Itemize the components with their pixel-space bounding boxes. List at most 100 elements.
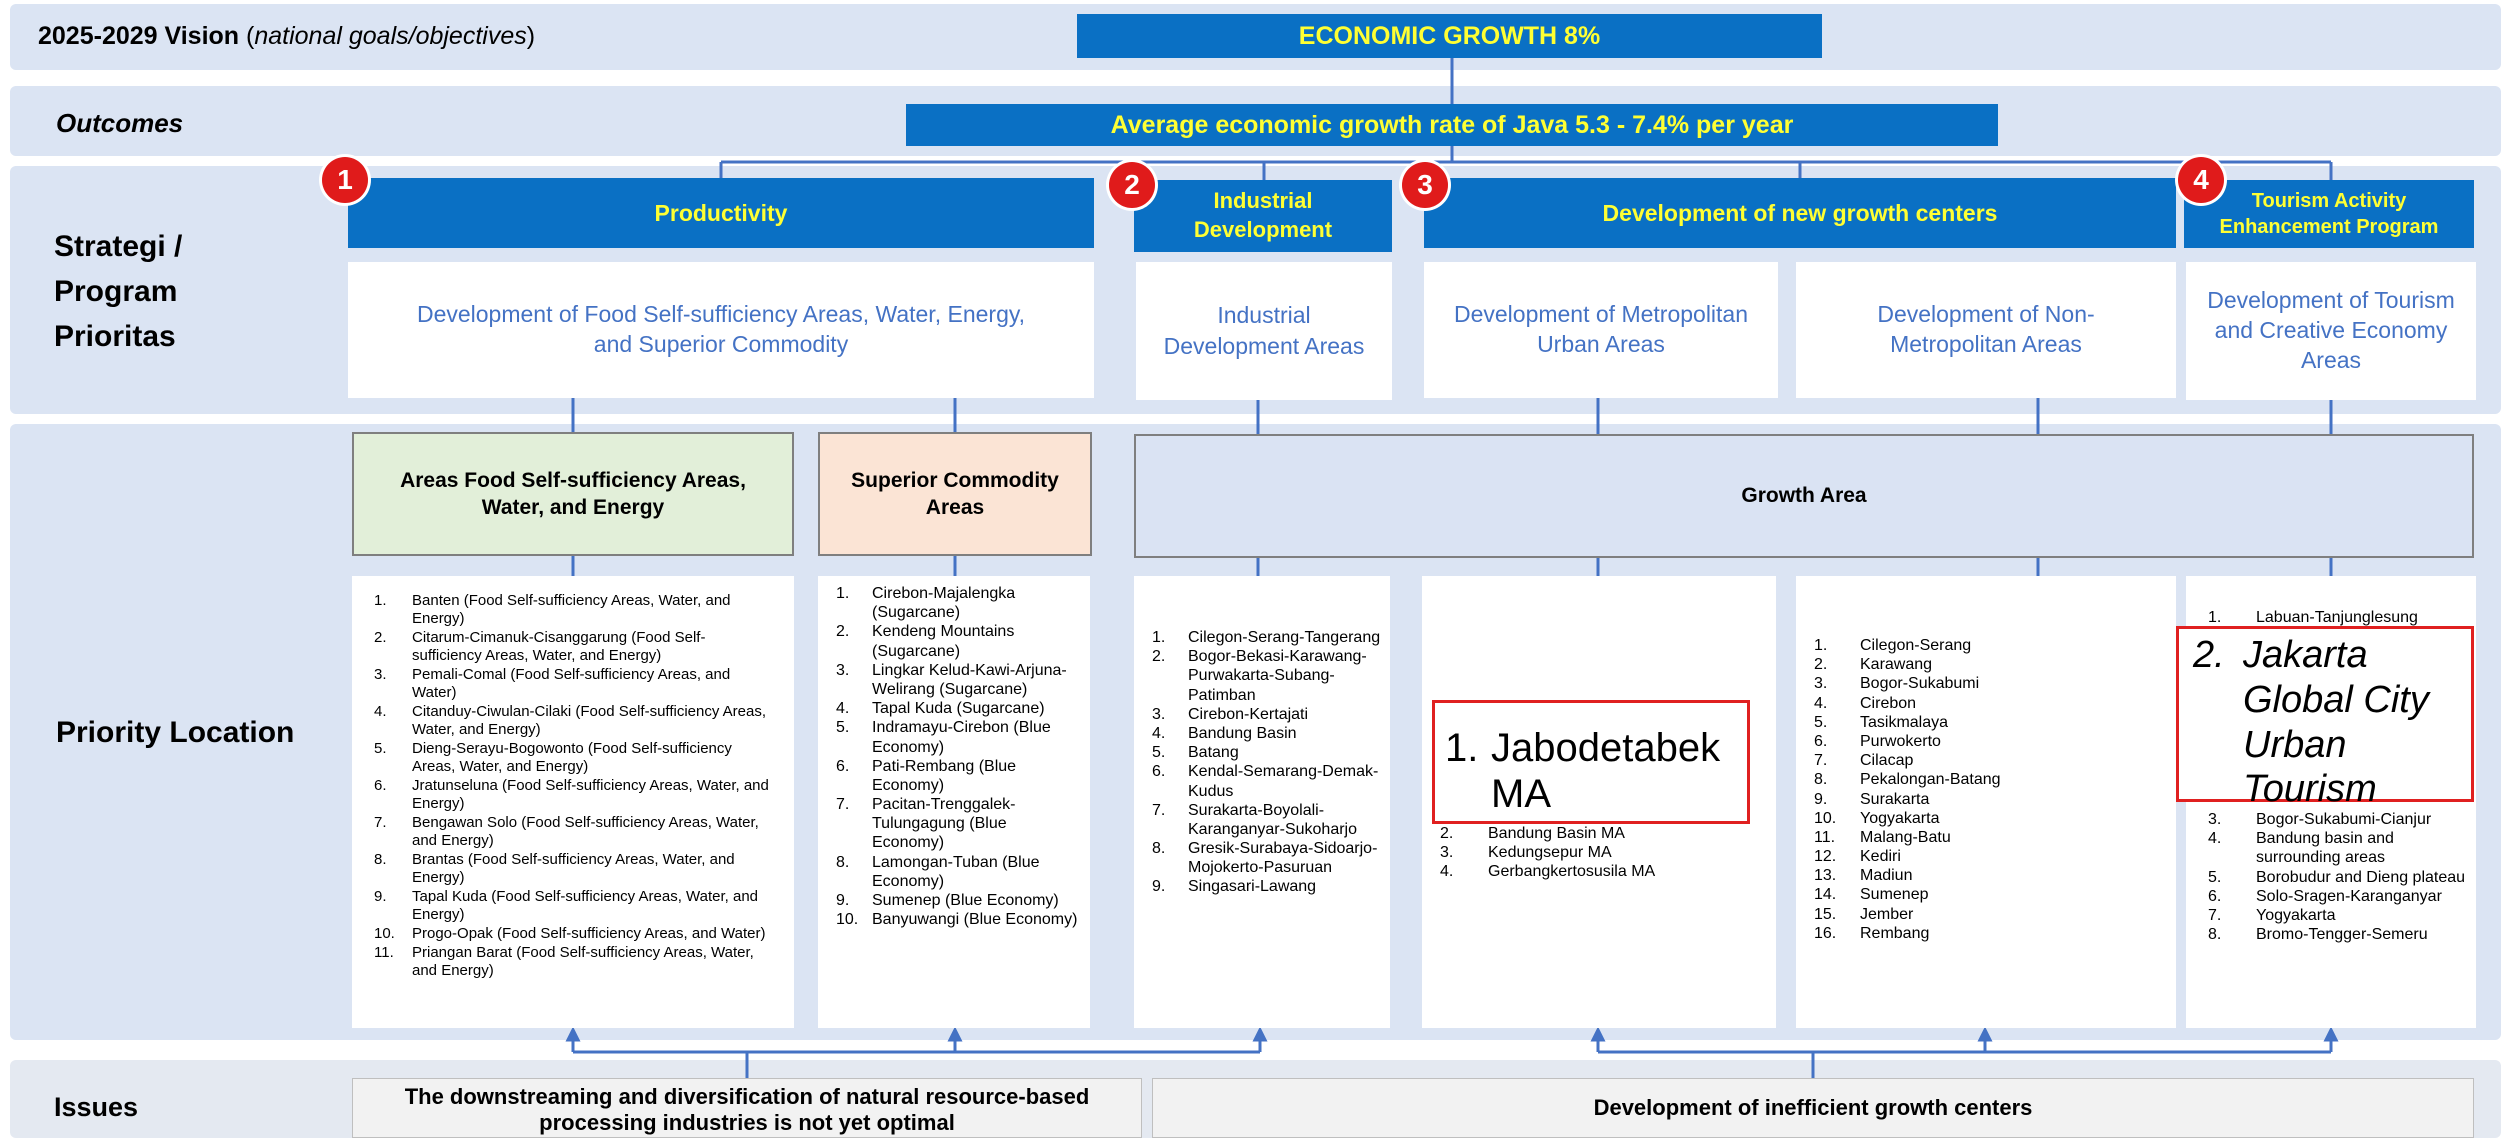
list-item-number: 9.: [1814, 790, 1828, 808]
list-item-number: 10.: [1814, 809, 1837, 827]
list-item-number: 13.: [1814, 867, 1837, 885]
list-item-text: Cirebon: [1860, 694, 1917, 712]
list-item-text: Pemali-Comal (Food Self-sufficiency Area…: [412, 666, 731, 701]
list-item: 9.Tapal Kuda (Food Self-sufficiency Area…: [374, 888, 774, 924]
list-item-text: Purwokerto: [1860, 732, 1941, 750]
strategy-productivity-bar: Productivity: [348, 178, 1094, 248]
list-item: 5. Tasikmalaya: [1814, 713, 2166, 732]
list-item: 1.Cilegon-Serang-Tangerang: [1152, 628, 1382, 647]
list-item: 3. Bogor-Sukabumi-Cianjur: [2208, 810, 2470, 829]
list-item: 1. Cirebon-Majalengka (Sugarcane): [836, 584, 1080, 622]
list-item-number: 3.: [1152, 705, 1166, 723]
list-item: 2.Citarum-Cimanuk-Cisanggarung (Food Sel…: [374, 629, 774, 665]
list-item: 8.Lamongan-Tuban (Blue Economy): [836, 853, 1080, 891]
list-item-text: Cirebon-Majalengka (Sugarcane): [872, 585, 1016, 622]
outcome-bar: Average economic growth rate of Java 5.3…: [906, 104, 1998, 146]
list-item-number: 3.: [2208, 811, 2222, 828]
list-item-number: 3.: [374, 666, 387, 683]
list-item-number: 6.: [836, 757, 850, 775]
list-item-number: 4.: [1152, 724, 1166, 742]
issue-inefficient-growth: Development of inefficient growth center…: [1152, 1078, 2474, 1138]
list-item-text: Gerbangkertosusila MA: [1488, 863, 1656, 881]
program-metro-areas: Development of Metropolitan Urban Areas: [1424, 262, 1778, 398]
list-item-text: Kendal-Semarang-Demak-Kudus: [1188, 763, 1379, 800]
list-item-number: 4.: [1440, 863, 1454, 881]
list-item-text: Priangan Barat (Food Self-sufficiency Ar…: [412, 944, 754, 979]
list-item: 5.Batang: [1152, 743, 1382, 762]
list-item: 7.Yogyakarta: [2208, 906, 2470, 925]
list-item-number: 14.: [1814, 886, 1837, 904]
list-item-text: Malang-Batu: [1860, 828, 1951, 846]
list-item-text: Lamongan-Tuban (Blue Economy): [872, 853, 1040, 890]
list-item-text: Kediri: [1860, 848, 1901, 866]
category-food-water-energy: Areas Food Self-sufficiency Areas, Water…: [352, 432, 794, 556]
list-item: 7.Pacitan-Trenggalek-Tulungagung (Blue E…: [836, 795, 1080, 853]
list-item-number: 10.: [836, 911, 859, 929]
list-item-number: 4.: [374, 703, 387, 720]
list-item-text: Bogor-Sukabumi-Cianjur: [2256, 811, 2432, 828]
list-item: 8.Gresik-Surabaya-Sidoarjo-Mojokerto-Pas…: [1152, 839, 1382, 877]
list-item-text: Rembang: [1860, 924, 1930, 942]
list-item-text: Batang: [1188, 744, 1239, 762]
list-item-text: Pati-Rembang (Blue Economy): [872, 757, 1017, 794]
list-item: 3.Kedungsepur MA: [1440, 843, 1760, 862]
vision-label-paren-open: (: [239, 22, 255, 50]
list-item-number: 1.: [836, 585, 850, 602]
list-item-text: Brantas (Food Self-sufficiency Areas, Wa…: [412, 851, 735, 886]
list-item-text: Citanduy-Ciwulan-Cilaki (Food Self-suffi…: [412, 703, 767, 738]
list-item-number: 6.: [1152, 763, 1166, 781]
strategy-industrial-bar: Industrial Development: [1134, 180, 1392, 252]
vision-row-label: 2025-2029 Vision (national goals/objecti…: [38, 22, 535, 51]
list-item-number: 6.: [374, 777, 387, 794]
tourism-list-box: 1. Labuan-Tanjunglesung 2. Jakarta Globa…: [2176, 576, 2476, 1028]
list-item-text: Citarum-Cimanuk-Cisanggarung (Food Self-…: [412, 629, 706, 664]
list-item: 7.Surakarta-Boyolali-Karanganyar-Sukohar…: [1152, 801, 1382, 839]
list-item-number: 2.: [836, 623, 850, 641]
list-item-text: Cirebon-Kertajati: [1188, 705, 1309, 723]
list-item: 4.Cirebon: [1814, 694, 2166, 713]
list-item: 3.Lingkar Kelud-Kawi-Arjuna-Welirang (Su…: [836, 661, 1080, 699]
commodity-list: 1.Cirebon-Majalengka (Sugarcane)2.Kenden…: [836, 584, 1080, 929]
list-item-number: 7.: [1814, 752, 1828, 770]
category-growth-area: Growth Area: [1134, 434, 2474, 558]
strategy-growth-centers-bar: Development of new growth centers: [1424, 178, 2176, 248]
list-item-number: 5.: [836, 719, 850, 737]
list-item-number: 10.: [374, 925, 395, 942]
issue-downstreaming: The downstreaming and diversification of…: [352, 1078, 1142, 1138]
list-item: 9. Surakarta: [1814, 790, 2166, 809]
program-food-superior: Development of Food Self-sufficiency Are…: [348, 262, 1094, 398]
list-item-text: Bogor-Sukabumi: [1860, 675, 1980, 693]
list-item: 2.Karawang: [1814, 655, 2166, 674]
list-item: 6.Jratunseluna (Food Self-sufficiency Ar…: [374, 777, 774, 813]
list-item-text: Cilacap: [1860, 752, 1914, 770]
list-item-number: 5.: [1814, 713, 1828, 731]
list-item-text: Bromo-Tengger-Semeru: [2256, 926, 2428, 944]
list-item-text: Solo-Sragen-Karanganyar: [2256, 887, 2442, 905]
vision-label-bold: 2025-2029 Vision: [38, 22, 240, 50]
vision-label-paren-close: ): [526, 22, 536, 50]
list-item: 3. Pemali-Comal (Food Self-sufficiency Ar…: [374, 666, 774, 702]
list-item: 11.Malang-Batu: [1814, 828, 2166, 847]
list-item: 6.Solo-Sragen-Karanganyar: [2208, 887, 2470, 906]
list-item: 8. Brantas (Food Self-sufficiency Areas, …: [374, 851, 774, 887]
program-tourism-areas: Development of Tourism and Creative Econ…: [2186, 262, 2476, 400]
metro-highlight-box: 1. Jabodetabek MA: [1432, 700, 1750, 824]
list-item-number: 8.: [374, 851, 387, 868]
list-item: 7. Cilacap: [1814, 751, 2166, 770]
list-item: 9.Singasari-Lawang: [1152, 877, 1382, 896]
list-item: 16.Rembang: [1814, 924, 2166, 943]
list-item-text: Surakarta: [1860, 790, 1930, 808]
category-superior-commodity: Superior Commodity Areas: [818, 432, 1092, 556]
tourism-highlight-box: 2. Jakarta Global City Urban Tourism: [2176, 626, 2474, 810]
list-item-number: 9.: [1152, 878, 1166, 896]
priority-location-row-label: Priority Location: [56, 716, 295, 749]
strategy-tourism-bar: Tourism Activity Enhancement Program: [2184, 180, 2474, 248]
list-item-text: Tasikmalaya: [1860, 713, 1949, 731]
program-industrial-areas: Industrial Development Areas: [1136, 262, 1392, 400]
list-item-number: 11.: [374, 944, 394, 961]
list-item: 5.Dieng-Serayu-Bogowonto (Food Self-suff…: [374, 740, 774, 776]
